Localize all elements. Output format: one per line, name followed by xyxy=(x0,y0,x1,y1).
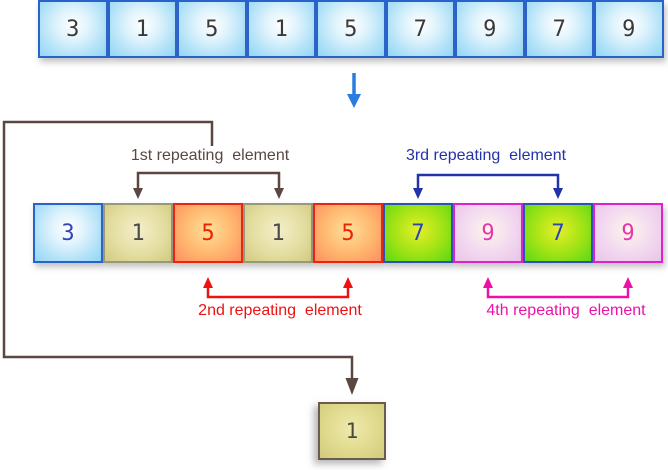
array-cell: 1 xyxy=(103,203,173,263)
down-arrowhead-icon xyxy=(553,188,563,199)
up-arrowhead-icon xyxy=(203,277,213,288)
array-cell: 9 xyxy=(453,203,523,263)
down-arrowhead-icon xyxy=(133,188,143,199)
fourth-repeating-label: 4th repeating element xyxy=(486,302,646,319)
down-arrowhead-icon xyxy=(345,378,359,395)
up-arrowhead-icon xyxy=(623,277,633,288)
array-cell: 5 xyxy=(173,203,243,263)
array-cell: 1 xyxy=(107,0,177,58)
fourth-repeating-bracket xyxy=(483,277,633,299)
second-repeating-bracket xyxy=(203,277,353,299)
array-cell: 5 xyxy=(316,0,386,58)
first-repeating-label: 1st repeating element xyxy=(130,147,290,164)
array-cell: 3 xyxy=(38,0,108,58)
array-cell: 7 xyxy=(383,203,453,263)
down-arrowhead-icon xyxy=(274,188,284,199)
result-box: 1 xyxy=(318,402,386,460)
array-cell: 7 xyxy=(524,0,594,58)
annotated-array-row: 3 1 5 1 5 7 9 7 9 xyxy=(33,203,663,263)
array-cell: 1 xyxy=(243,203,313,263)
array-cell: 7 xyxy=(523,203,593,263)
array-cell: 5 xyxy=(177,0,247,58)
transform-down-arrow-icon xyxy=(347,73,361,108)
second-repeating-label: 2nd repeating element xyxy=(198,302,362,319)
up-arrowhead-icon xyxy=(483,277,493,288)
array-cell: 9 xyxy=(455,0,525,58)
array-cell: 9 xyxy=(594,0,664,58)
down-arrowhead-icon xyxy=(413,188,423,199)
array-cell: 7 xyxy=(385,0,455,58)
array-cell: 5 xyxy=(313,203,383,263)
array-cell: 9 xyxy=(593,203,663,263)
up-arrowhead-icon xyxy=(343,277,353,288)
array-cell: 1 xyxy=(246,0,316,58)
third-repeating-label: 3rd repeating element xyxy=(405,147,567,164)
third-repeating-bracket xyxy=(413,173,563,199)
original-array-row: 3 1 5 1 5 7 9 7 9 xyxy=(38,0,664,58)
array-cell: 3 xyxy=(33,203,103,263)
first-repeating-bracket xyxy=(133,171,284,199)
